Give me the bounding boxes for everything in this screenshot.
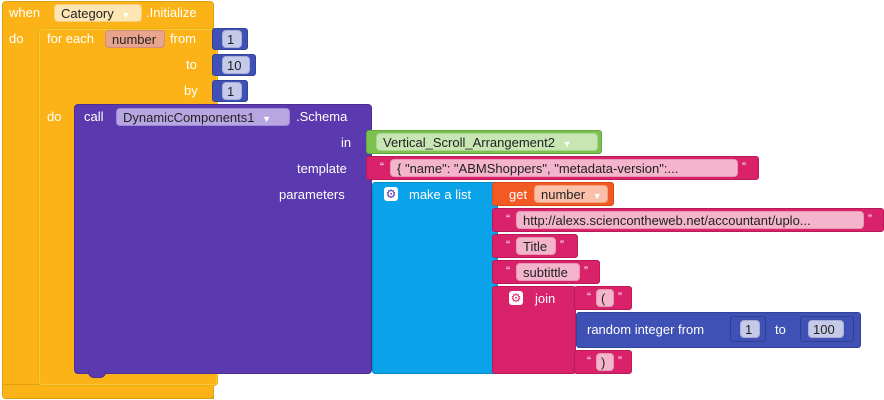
call-schema-block[interactable] — [74, 104, 372, 374]
event-do-label: do — [9, 31, 24, 46]
text-field-close-paren[interactable]: ) — [596, 353, 614, 371]
dropdown-arrow-icon: ▼ — [592, 191, 602, 201]
make-a-list-label: make a list — [409, 187, 472, 202]
get-label: get — [509, 187, 528, 202]
gear-icon[interactable]: ⚙ — [384, 187, 398, 201]
for-each-label: for each — [47, 31, 94, 46]
text-field-open-paren[interactable]: ( — [596, 289, 614, 307]
component-dropdown-arrangement-label: Vertical_Scroll_Arrangement2 — [383, 135, 555, 150]
random-integer-label: random integer from — [587, 322, 705, 337]
variable-dropdown-label: number — [541, 187, 586, 202]
text-field-template[interactable]: { "name": "ABMShoppers", "metadata-versi… — [390, 159, 738, 177]
event-block-footer — [2, 384, 214, 399]
dropdown-arrow-icon: ▼ — [262, 114, 272, 124]
variable-dropdown-number[interactable]: number ▼ — [534, 185, 608, 203]
quote-open-icon: “ — [587, 290, 591, 304]
quote-close-icon: ” — [584, 264, 588, 278]
loop-do-label: do — [47, 109, 62, 124]
quote-open-icon: “ — [506, 238, 510, 252]
join-label: join — [535, 291, 556, 306]
text-field-subtitle[interactable]: subtittle — [516, 263, 580, 281]
to-label: to — [186, 57, 197, 72]
method-label: .Schema — [296, 109, 348, 124]
from-label: from — [170, 31, 196, 46]
quote-close-icon: ” — [560, 238, 564, 252]
quote-open-icon: “ — [380, 160, 384, 174]
quote-close-icon: ” — [742, 160, 746, 174]
join-block[interactable] — [492, 286, 576, 374]
gear-icon[interactable]: ⚙ — [509, 291, 523, 305]
number-field-random-to[interactable]: 100 — [808, 320, 844, 338]
component-dropdown-arrangement[interactable]: Vertical_Scroll_Arrangement2 ▼ — [376, 133, 598, 151]
quote-close-icon: ” — [868, 212, 872, 226]
component-dropdown-category[interactable]: Category ▼ — [54, 4, 142, 22]
quote-open-icon: “ — [506, 264, 510, 278]
call-label: call — [84, 109, 104, 124]
number-field-to[interactable]: 10 — [222, 56, 250, 74]
component-dropdown-dynamic[interactable]: DynamicComponents1 ▼ — [116, 108, 290, 126]
random-to-label: to — [775, 322, 786, 337]
component-dropdown-dynamic-label: DynamicComponents1 — [123, 110, 255, 125]
text-field-title[interactable]: Title — [516, 237, 556, 255]
component-dropdown-label: Category — [61, 6, 114, 21]
parameters-label: parameters — [279, 187, 345, 202]
event-name-label: .Initialize — [146, 5, 197, 20]
block-connector-notch — [88, 370, 106, 378]
quote-close-icon: ” — [618, 290, 622, 304]
loop-variable-field[interactable]: number — [105, 30, 165, 48]
number-field-by[interactable]: 1 — [222, 82, 242, 100]
quote-open-icon: “ — [587, 354, 591, 368]
by-label: by — [184, 83, 198, 98]
when-label: when — [9, 5, 41, 20]
quote-open-icon: “ — [506, 212, 510, 226]
in-label: in — [341, 135, 352, 150]
dropdown-arrow-icon: ▼ — [562, 139, 572, 149]
number-field-from[interactable]: 1 — [222, 30, 242, 48]
make-a-list-block[interactable] — [372, 182, 498, 374]
text-field-url[interactable]: http://alexs.sciencontheweb.net/accounta… — [516, 211, 864, 229]
template-label: template — [297, 161, 347, 176]
quote-close-icon: ” — [618, 354, 622, 368]
number-field-random-from[interactable]: 1 — [740, 320, 760, 338]
dropdown-arrow-icon: ▼ — [121, 10, 131, 20]
